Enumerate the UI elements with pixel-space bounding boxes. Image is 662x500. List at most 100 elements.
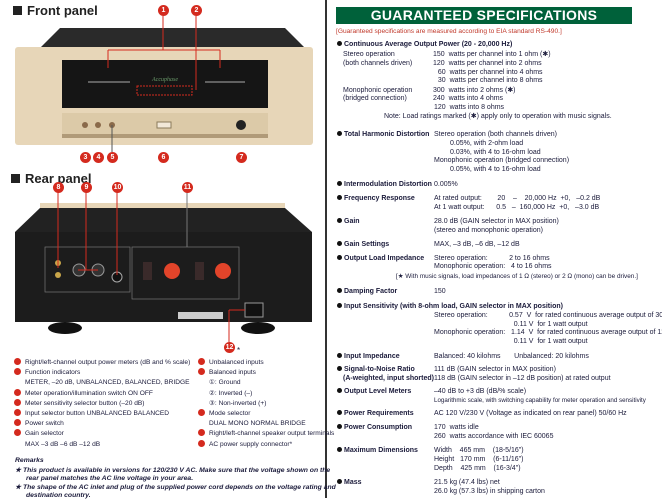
callout-number-icon	[14, 368, 21, 376]
callout-number-icon	[14, 388, 21, 396]
spec-value: 0.11 V for 1 watt output	[434, 321, 588, 328]
spec-value: 240 watts into 4 ohms	[433, 95, 504, 102]
spec-value: 28.0 dB (GAIN selector in MAX position)	[434, 218, 559, 225]
callout-9: 9	[81, 182, 92, 193]
spec-label: Signal-to-Noise Ratio	[337, 365, 415, 374]
spec-value: 260 watts accordance with IEC 60065	[434, 433, 554, 440]
callout-1: 1	[158, 5, 169, 16]
spec-sublabel: (A-weighted, input shorted)	[343, 375, 434, 382]
remark-line: destination country.	[26, 492, 91, 499]
spec-value: Monophonic operation (bridged connection…	[434, 157, 570, 164]
legend-item: Meter sensitivity selector button (–20 d…	[14, 398, 145, 408]
spec-value: –40 dB to +3 dB (dB/% scale)	[434, 388, 527, 395]
spec-label: Gain	[337, 217, 360, 226]
bullet-icon	[337, 255, 342, 260]
spec-value: 30 watts per channel into 8 ohms	[434, 77, 543, 84]
spec-value: 118 dB (GAIN selector in –12 dB position…	[434, 375, 611, 382]
callout-8: 8	[53, 182, 64, 193]
spec-value: 300 watts into 2 ohms (✱)	[433, 87, 516, 94]
bullet-icon	[337, 218, 342, 223]
spec-value: Monophonic operation: 4 to 16 ohms	[434, 263, 552, 270]
legend-item-label: Meter sensitivity selector button (–20 d…	[25, 399, 145, 407]
specs-note: [Guaranteed specifications are measured …	[336, 28, 562, 35]
spec-label: Frequency Response	[337, 194, 415, 203]
spec-label-text: Mass	[344, 479, 362, 486]
spec-label-text: Power Requirements	[344, 410, 414, 417]
bullet-icon	[337, 353, 342, 358]
callout-number-icon	[14, 398, 21, 406]
legend-item: Right/left-channel output power meters (…	[14, 358, 190, 367]
callout-number-icon	[14, 429, 21, 437]
rear-panel-heading: Rear panel	[11, 171, 91, 186]
remark-line: ★ This product is available in versions …	[15, 467, 331, 474]
spec-label-text: Maximum Dimensions	[344, 447, 418, 454]
spec-value: Depth 425 mm (16-3/4")	[434, 465, 521, 472]
spec-value: 0.03%, with 4 to 16-ohm load	[450, 149, 541, 156]
callout-number-icon	[198, 368, 205, 376]
bullet-icon	[337, 388, 342, 393]
bullet-icon	[337, 303, 342, 308]
spec-value: Stereo operation (both channels driven)	[434, 131, 557, 138]
legend-item: Unbalanced inputs	[198, 358, 264, 367]
spec-label-text: Frequency Response	[344, 195, 415, 202]
callout-number-icon	[198, 439, 205, 447]
callout-number-icon	[198, 409, 205, 416]
legend-item: Meter operation/illumination switch ON O…	[14, 388, 153, 398]
bullet-icon	[337, 366, 342, 371]
legend-item-label: Right/left-channel output power meters (…	[25, 359, 191, 366]
bullet-icon	[337, 181, 342, 186]
spec-label: Damping Factor	[337, 287, 397, 296]
spec-value: 120 watts per channel into 2 ohms	[433, 60, 542, 67]
spec-value: 0.05%, with 4 to 16-ohm load	[450, 166, 541, 173]
legend-sub-item: MAX –3 dB –6 dB –12 dB	[25, 440, 101, 448]
spec-label: Output Load Impedance	[337, 254, 424, 263]
spec-value: 21.5 kg (47.4 lbs) net	[434, 479, 500, 486]
callout-12-star: *	[237, 346, 241, 355]
legend-sub-item: DUAL MONO NORMAL BRIDGE	[209, 420, 306, 428]
legend-item: Right/left-channel speaker output termin…	[198, 429, 334, 438]
callout-11: 11	[182, 182, 193, 193]
spec-label: Total Harmonic Distortion	[337, 130, 429, 139]
spec-sublabel: (bridged connection)	[343, 95, 407, 102]
spec-label-text: Output Level Meters	[344, 388, 412, 395]
spec-value: 0.05%, with 2-ohm load	[450, 140, 524, 147]
spec-label-text: Signal-to-Noise Ratio	[344, 366, 415, 373]
spec-label: Input Sensitivity (with 8-ohm load, GAIN…	[337, 302, 563, 311]
spec-value: Stereo operation: 0.57 V for rated conti…	[434, 312, 662, 319]
legend-item-label: Right/left-channel speaker output termin…	[209, 430, 335, 438]
spec-value: 111 dB (GAIN selector in MAX position)	[434, 366, 556, 373]
spec-footnote: [★ With music signals, load impedances o…	[396, 273, 638, 280]
callout-6: 6	[158, 152, 169, 163]
spec-label: Maximum Dimensions	[337, 446, 418, 455]
spec-value: 60 watts per channel into 4 ohms	[434, 69, 543, 76]
legend-sub-item: ②: Inverted (–)	[209, 389, 253, 397]
remarks-title: Remarks	[15, 457, 44, 464]
spec-value: Balanced: 40 kilohms Unbalanced: 20 kilo…	[434, 353, 589, 360]
spec-sublabel: Monophonic operation	[343, 87, 413, 94]
callout-5: 5	[107, 152, 118, 163]
spec-value: 0.005%	[434, 181, 458, 188]
specs-title: GUARANTEED SPECIFICATIONS	[336, 7, 632, 24]
callout-number-icon	[198, 358, 205, 365]
legend-item: Gain selector	[14, 429, 64, 438]
callout-3: 3	[80, 152, 91, 163]
spec-value: AC 120 V/230 V (Voltage as indicated on …	[434, 410, 627, 417]
spec-label: Power Requirements	[337, 409, 414, 418]
legend-item-label: Gain selector	[25, 430, 64, 438]
legend-item-label: Meter operation/illumination switch ON O…	[25, 389, 153, 397]
spec-label-text: Power Consumption	[344, 424, 413, 431]
legend-sub-item: ③: Non-inverted (+)	[209, 399, 267, 407]
spec-value: 120 watts into 8 ohms	[434, 104, 505, 111]
legend-sub-item: METER, –20 dB, UNBALANCED, BALANCED, BRI…	[25, 379, 190, 387]
legend-item-label: AC power supply connector*	[209, 440, 293, 448]
spec-value: At 1 watt output: 0.5 – 160,000 Hz +0, –…	[434, 204, 600, 211]
spec-value: Stereo operation: 2 to 16 ohms	[434, 255, 550, 262]
legend-item: Balanced inputs	[198, 368, 256, 377]
legend-item: AC power supply connector*	[198, 439, 293, 449]
spec-label: Mass	[337, 478, 362, 487]
legend-item-label: Unbalanced inputs	[209, 359, 264, 366]
remark-line: rear panel matches the AC line voltage i…	[26, 475, 194, 482]
callout-12: 12	[224, 342, 235, 353]
callout-2: 2	[191, 5, 202, 16]
legend-item: Mode selector	[198, 409, 250, 418]
